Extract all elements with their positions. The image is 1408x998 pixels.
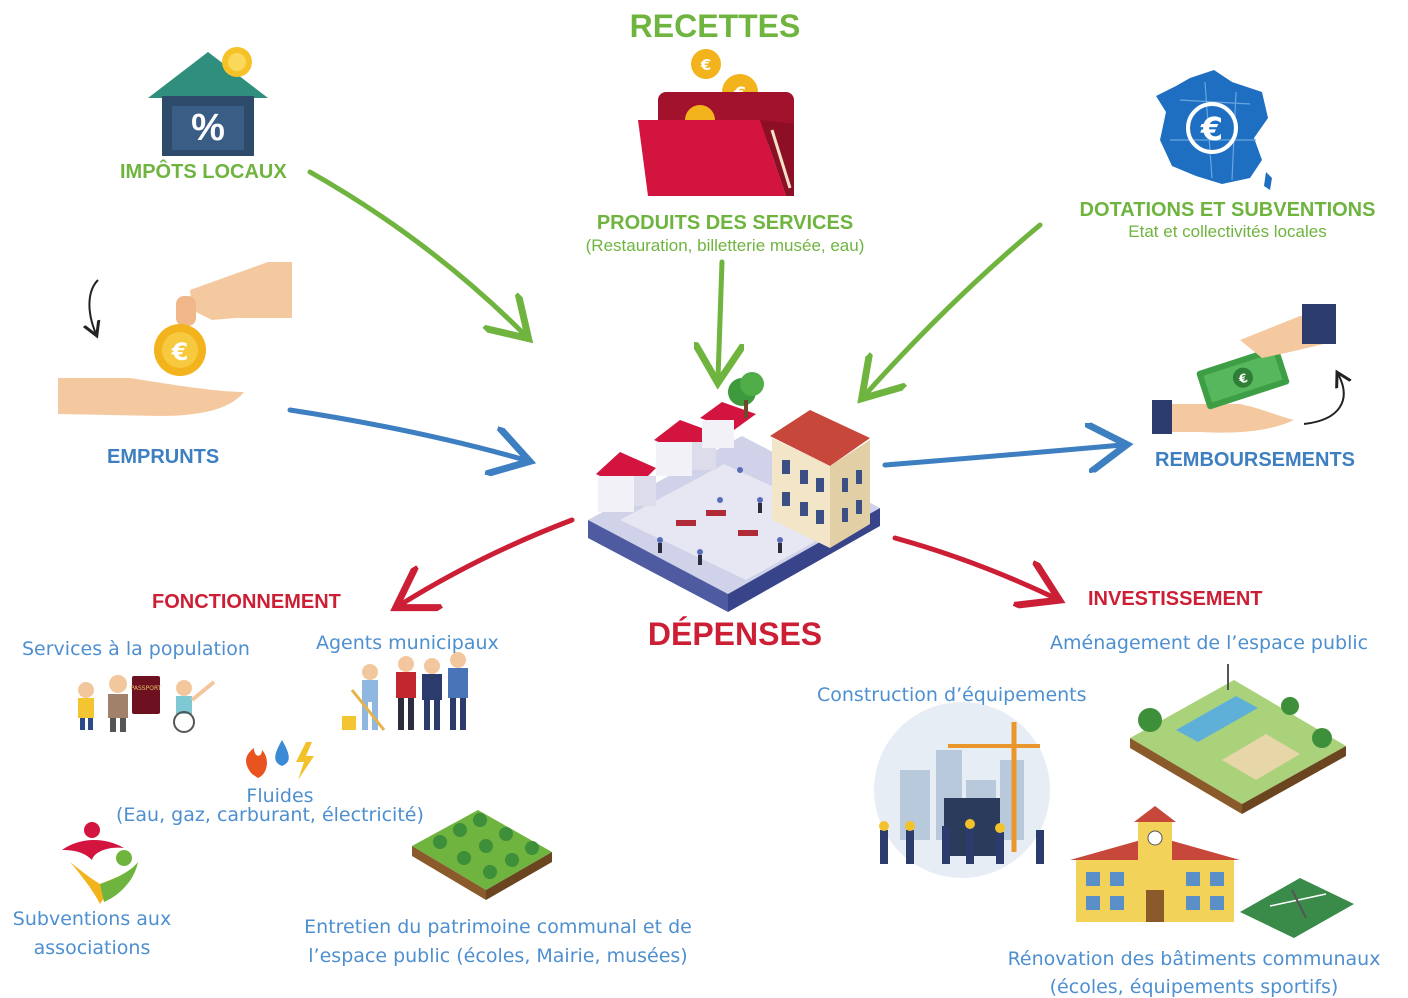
svg-text:%: % [191,107,225,149]
agents-icon [342,652,468,731]
label-subventions-2: associations [33,937,151,959]
label-dotations-detail: Etat et collectivités locales [1128,222,1327,241]
arrow-produits [718,259,722,378]
house-percent-icon: % [148,47,268,156]
arrow-emprunts [287,407,525,460]
label-emprunts: EMPRUNTS [107,446,220,468]
arrow-impots [307,169,525,335]
label-fluides: Fluides [246,785,314,807]
label-agents-municipaux: Agents municipaux [316,632,499,654]
label-renovation-1: Rénovation des bâtiments communaux [1007,948,1381,970]
associations-logo-icon [62,822,138,904]
label-impots-locaux: IMPÔTS LOCAUX [120,161,287,183]
label-amenagement: Aménagement de l’espace public [1050,632,1369,654]
label-fonctionnement: FONCTIONNEMENT [152,591,341,613]
svg-text:€: € [1236,371,1249,387]
isometric-town-icon [588,372,880,612]
label-dotations: DOTATIONS ET SUBVENTIONS [1079,199,1376,221]
label-remboursements: REMBOURSEMENTS [1155,449,1356,471]
svg-text:€: € [1200,110,1223,148]
arrow-investissement [892,535,1055,598]
wallet-coins-icon: € € [638,49,794,196]
label-investissement: INVESTISSEMENT [1088,588,1263,610]
hands-banknote-icon: € [1152,304,1344,434]
recettes-title: RECETTES [629,8,801,44]
label-fluides-detail: (Eau, gaz, carburant, électricité) [116,804,424,826]
arrow-dotations [865,222,1043,395]
svg-text:€: € [700,56,711,74]
construction-icon [874,702,1050,878]
people-services-icon: PASSPORT [78,675,216,733]
town-hall-icon [1070,806,1354,938]
hands-coin-icon: € [58,262,292,416]
arrow-remboursements [882,445,1122,465]
label-produits-detail: (Restauration, billetterie musée, eau) [585,236,865,255]
public-space-icon [1130,664,1346,814]
svg-text:€: € [171,338,189,366]
label-renovation-2: (écoles, équipements sportifs) [1049,976,1339,998]
depenses-title: DÉPENSES [647,616,823,652]
france-map-euro-icon: € [1156,70,1272,190]
fluides-icon [246,740,314,780]
label-produits-services: PRODUITS DES SERVICES [596,212,854,234]
arrow-fonctionnement [400,517,575,605]
label-services-population: Services à la population [22,638,250,660]
label-subventions-1: Subventions aux [12,908,172,930]
svg-text:PASSPORT: PASSPORT [131,685,162,692]
label-entretien-2: l’espace public (écoles, Mairie, musées) [308,945,688,967]
label-entretien-1: Entretien du patrimoine communal et de [304,916,692,938]
label-construction: Construction d’équipements [817,684,1087,706]
park-icon [412,810,552,900]
